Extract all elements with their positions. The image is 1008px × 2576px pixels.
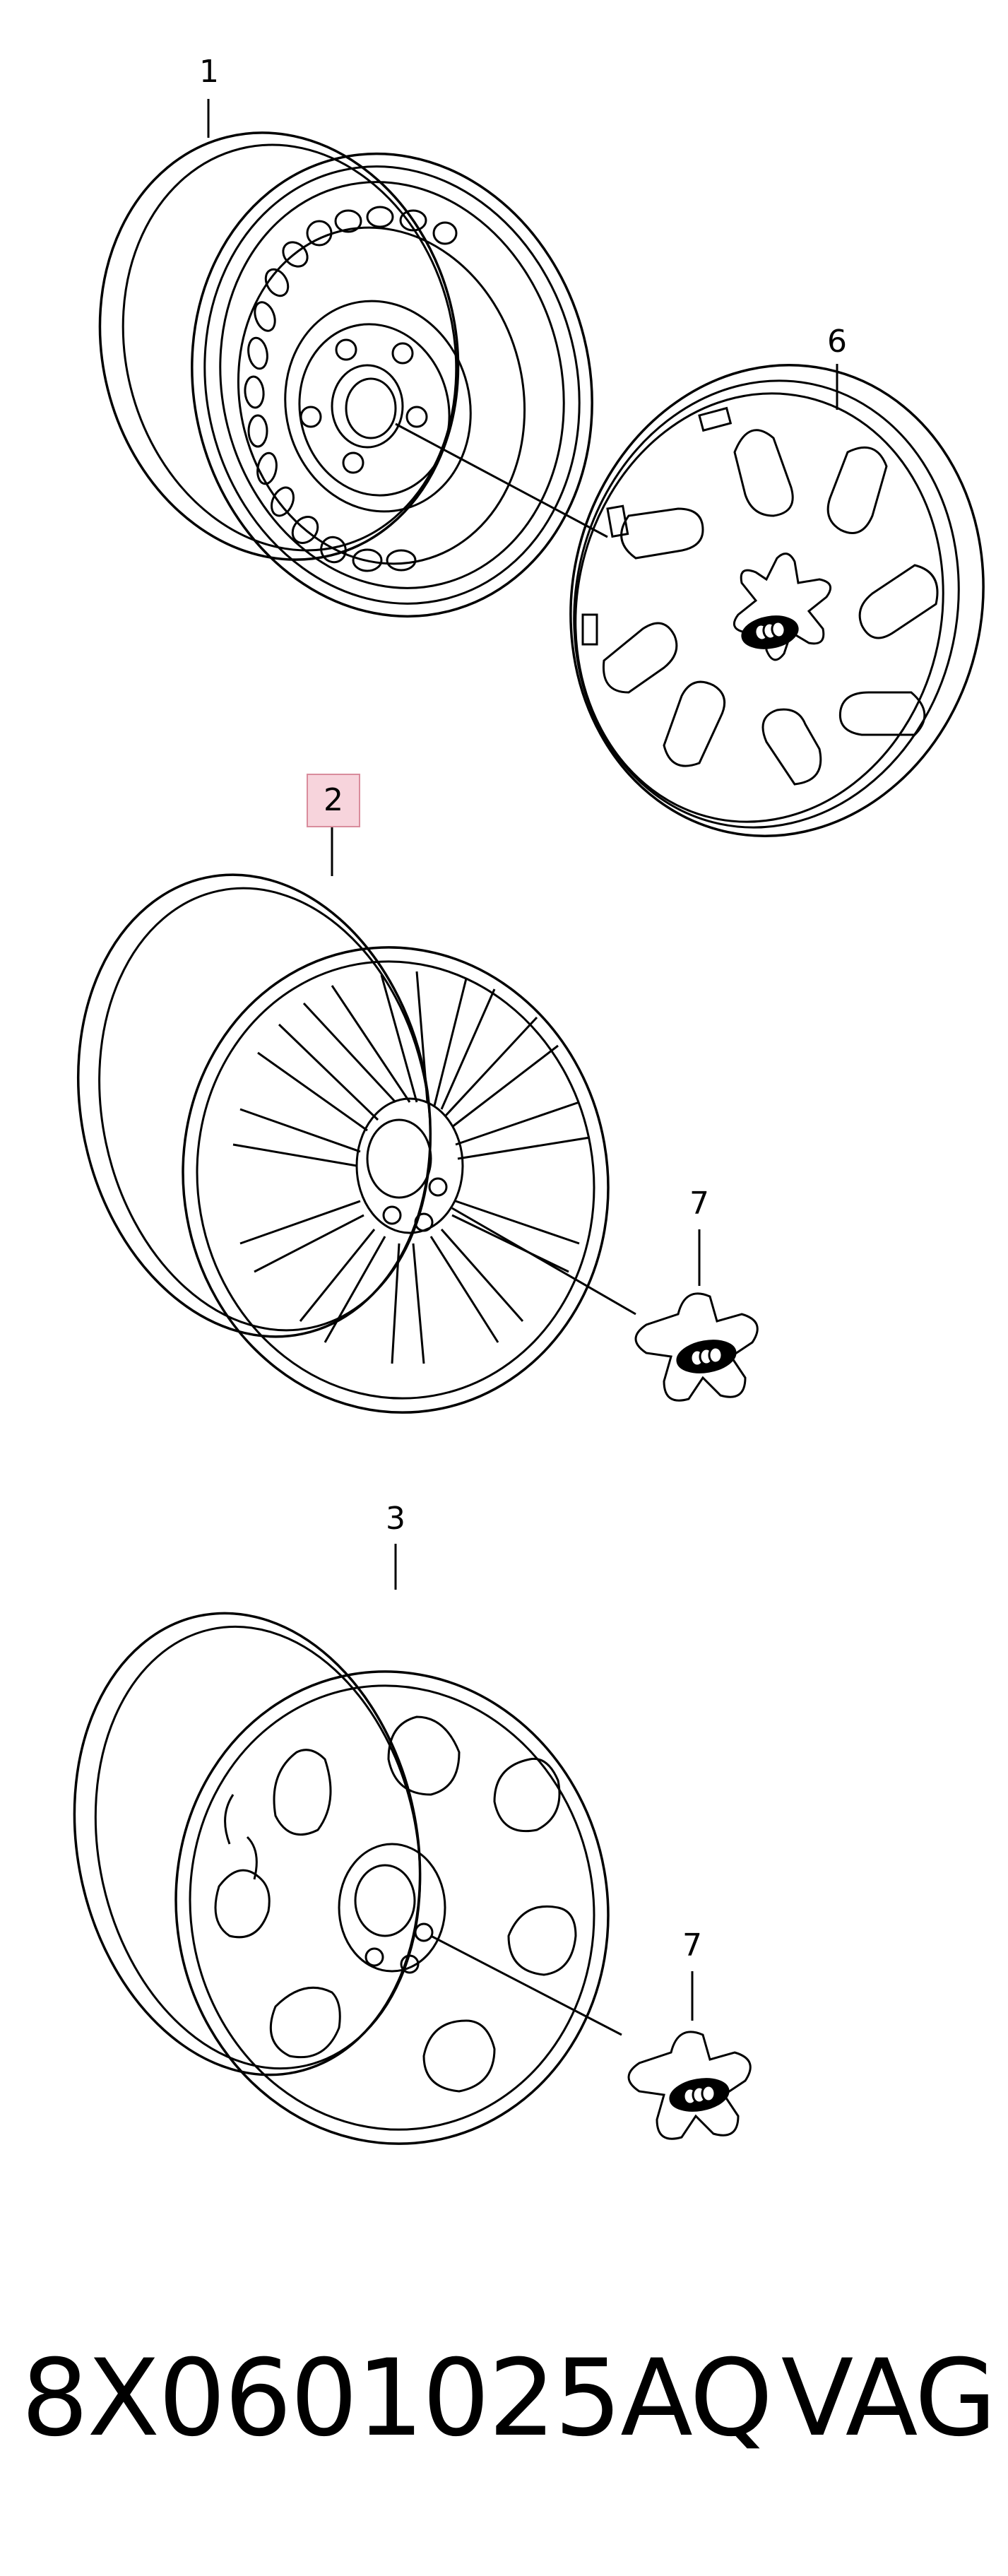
center-cap-upper bbox=[634, 1229, 759, 1402]
center-cap-lower bbox=[627, 1971, 752, 2140]
alloy-wheel-ten-spoke bbox=[76, 827, 636, 1414]
callout-2: 2 bbox=[307, 774, 360, 827]
steel-wheel bbox=[98, 99, 608, 618]
callout-1: 1 bbox=[199, 54, 219, 90]
wheel-cover bbox=[569, 364, 985, 837]
alloy-wheel-windows bbox=[214, 1715, 577, 2093]
callout-7-upper: 7 bbox=[689, 1186, 709, 1222]
steel-wheel-vent-holes bbox=[244, 206, 458, 572]
callout-7-lower: 7 bbox=[682, 1927, 702, 1963]
brand-label: VAG bbox=[781, 2337, 997, 2460]
alloy-wheel-spokes bbox=[232, 971, 591, 1364]
wheel-cover-slots bbox=[602, 429, 939, 786]
callout-6: 6 bbox=[827, 324, 847, 360]
alloy-wheel-oval-window bbox=[73, 1544, 622, 2145]
callout-3: 3 bbox=[386, 1501, 405, 1537]
part-number: 8X0601025AQ bbox=[21, 2337, 773, 2460]
